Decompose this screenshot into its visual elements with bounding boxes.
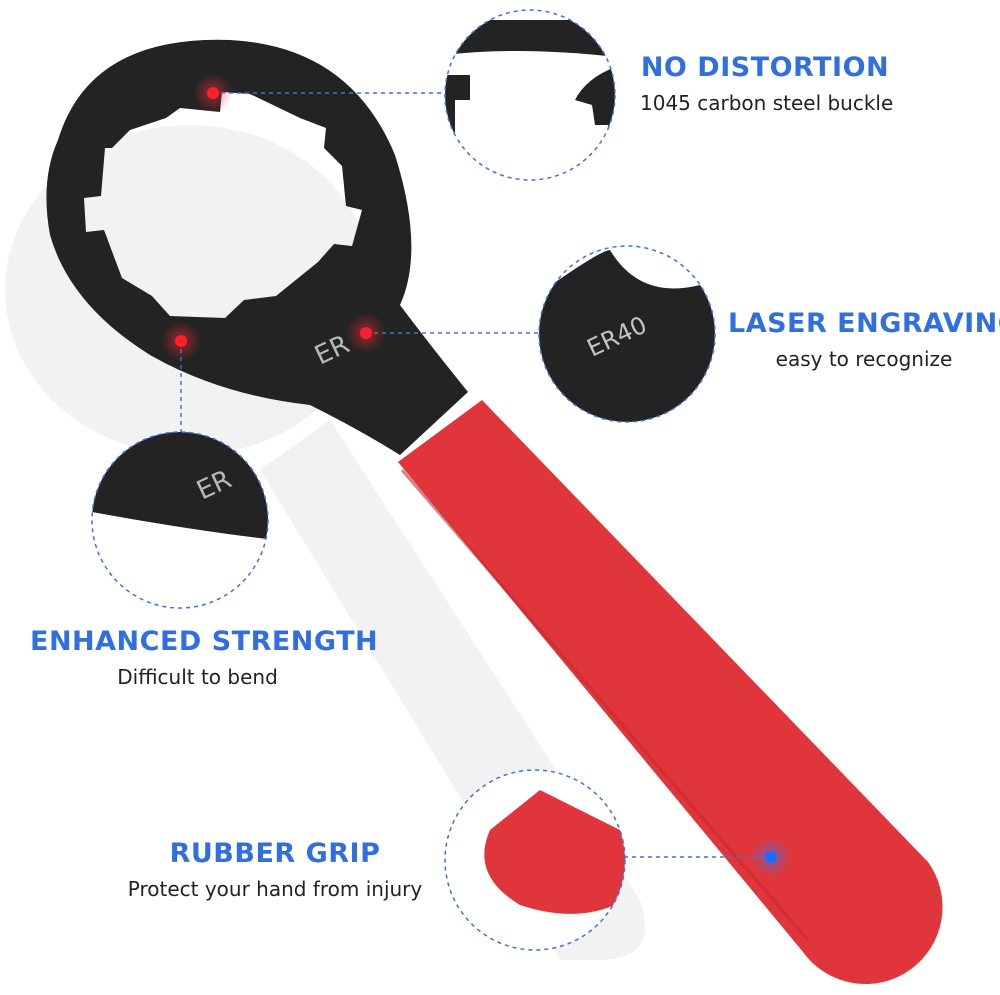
marker-dot-grip [751,837,791,877]
handle-edge-highlight [400,469,810,941]
feature-enhanced-strength: ENHANCED STRENGTH Difficult to bend [30,626,379,689]
feature-title: NO DISTORTION [640,52,890,83]
feature-title: LASER ENGRAVING [728,308,1000,339]
feature-laser-engraving: LASER ENGRAVING easy to recognize [728,308,1000,371]
feature-subtitle: 1045 carbon steel buckle [640,91,894,115]
feature-subtitle: easy to recognize [775,347,953,371]
marker-dot-laser [346,313,386,353]
callout-circle-grip [444,769,626,951]
marker-dot-distortion [193,73,233,113]
callout-circle-laser: ER40 [538,245,716,423]
feature-rubber-grip: RUBBER GRIP Protect your hand from injur… [110,838,440,901]
feature-subtitle: Protect your hand from injury [127,877,423,901]
marker-dot-strength [161,321,201,361]
rubber-grip-handle [398,400,943,985]
feature-no-distortion: NO DISTORTION 1045 carbon steel buckle [640,52,894,115]
feature-title: RUBBER GRIP [169,838,381,869]
callout-circle-distortion [444,9,616,181]
callout-circle-strength: ER [91,431,269,609]
feature-subtitle: Difficult to bend [117,665,278,689]
feature-title: ENHANCED STRENGTH [30,626,379,657]
